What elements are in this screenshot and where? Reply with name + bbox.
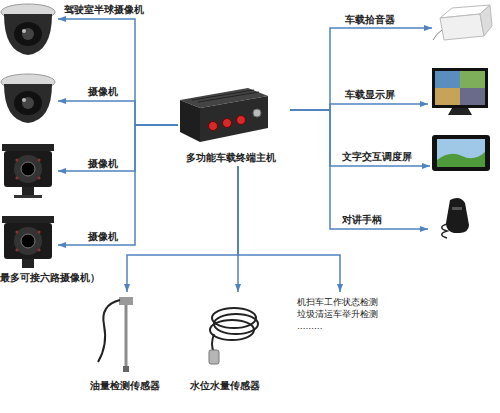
device-node: 摄像机 [0, 212, 58, 270]
device-node: 车载显示屏 [428, 65, 492, 117]
node-label: 垃圾清运车举升检测 [297, 308, 378, 320]
oil-sensor [98, 297, 133, 372]
dispatch-screen [432, 135, 490, 171]
node-label: 对讲手柄 [342, 214, 382, 226]
connector-arrow [290, 28, 432, 110]
device-node: 驾驶室半球摄像机 [0, 0, 58, 60]
node-label: 油量检测传感器 [90, 380, 160, 392]
node-label: 驾驶室半球摄像机 [64, 4, 144, 16]
intercom-handset [442, 198, 469, 238]
connector-arrow [127, 166, 238, 292]
node-label: 多功能车载终端主机 [186, 152, 276, 164]
dome-camera [1, 4, 55, 55]
microphone-pickup [433, 5, 492, 40]
node-label: 文字交互调度屏 [342, 151, 412, 163]
connector-arrow [238, 166, 340, 292]
connector-arrow [237, 166, 239, 292]
node-label: 机扫车工作状态检测 [297, 296, 378, 308]
device-node: 油量检测传感器 [92, 292, 162, 374]
node-label: 摄像机 [88, 86, 118, 98]
water-sensor [209, 308, 258, 364]
node-label: 车载显示屏 [345, 89, 395, 101]
note-label: 最多可接六路摄像机） [0, 272, 100, 284]
device-node: 机扫车工作状态检测垃圾清运车举升检测……… [295, 292, 390, 337]
connector-arrow [290, 110, 428, 229]
node-label: 水位水量传感器 [190, 380, 260, 392]
connector-group [58, 19, 432, 292]
node-label: ……… [297, 320, 323, 332]
host-terminal-illustration [180, 88, 268, 142]
device-node: 对讲手柄 [428, 195, 480, 240]
connector-arrow [290, 104, 428, 110]
device-node: 车载拾音器 [432, 3, 492, 47]
device-node: 多功能车载终端主机 [178, 86, 290, 166]
box-camera [2, 216, 54, 268]
device-node: 水位水量传感器 [195, 292, 275, 372]
connector-arrow [58, 125, 178, 171]
device-node: 文字交互调度屏 [430, 133, 492, 173]
vehicle-display [432, 68, 488, 115]
connector-arrow [58, 101, 178, 125]
device-node: 摄像机 [0, 70, 58, 126]
box-camera [2, 144, 54, 198]
node-label: 车载拾音器 [345, 14, 395, 26]
device-node: 摄像机 [0, 140, 58, 200]
connector-arrow [58, 125, 178, 245]
connector-arrow [58, 19, 178, 125]
node-label: 摄像机 [88, 231, 118, 243]
node-label: 摄像机 [88, 158, 118, 170]
dome-camera [1, 74, 55, 123]
connector-arrow [290, 110, 430, 166]
